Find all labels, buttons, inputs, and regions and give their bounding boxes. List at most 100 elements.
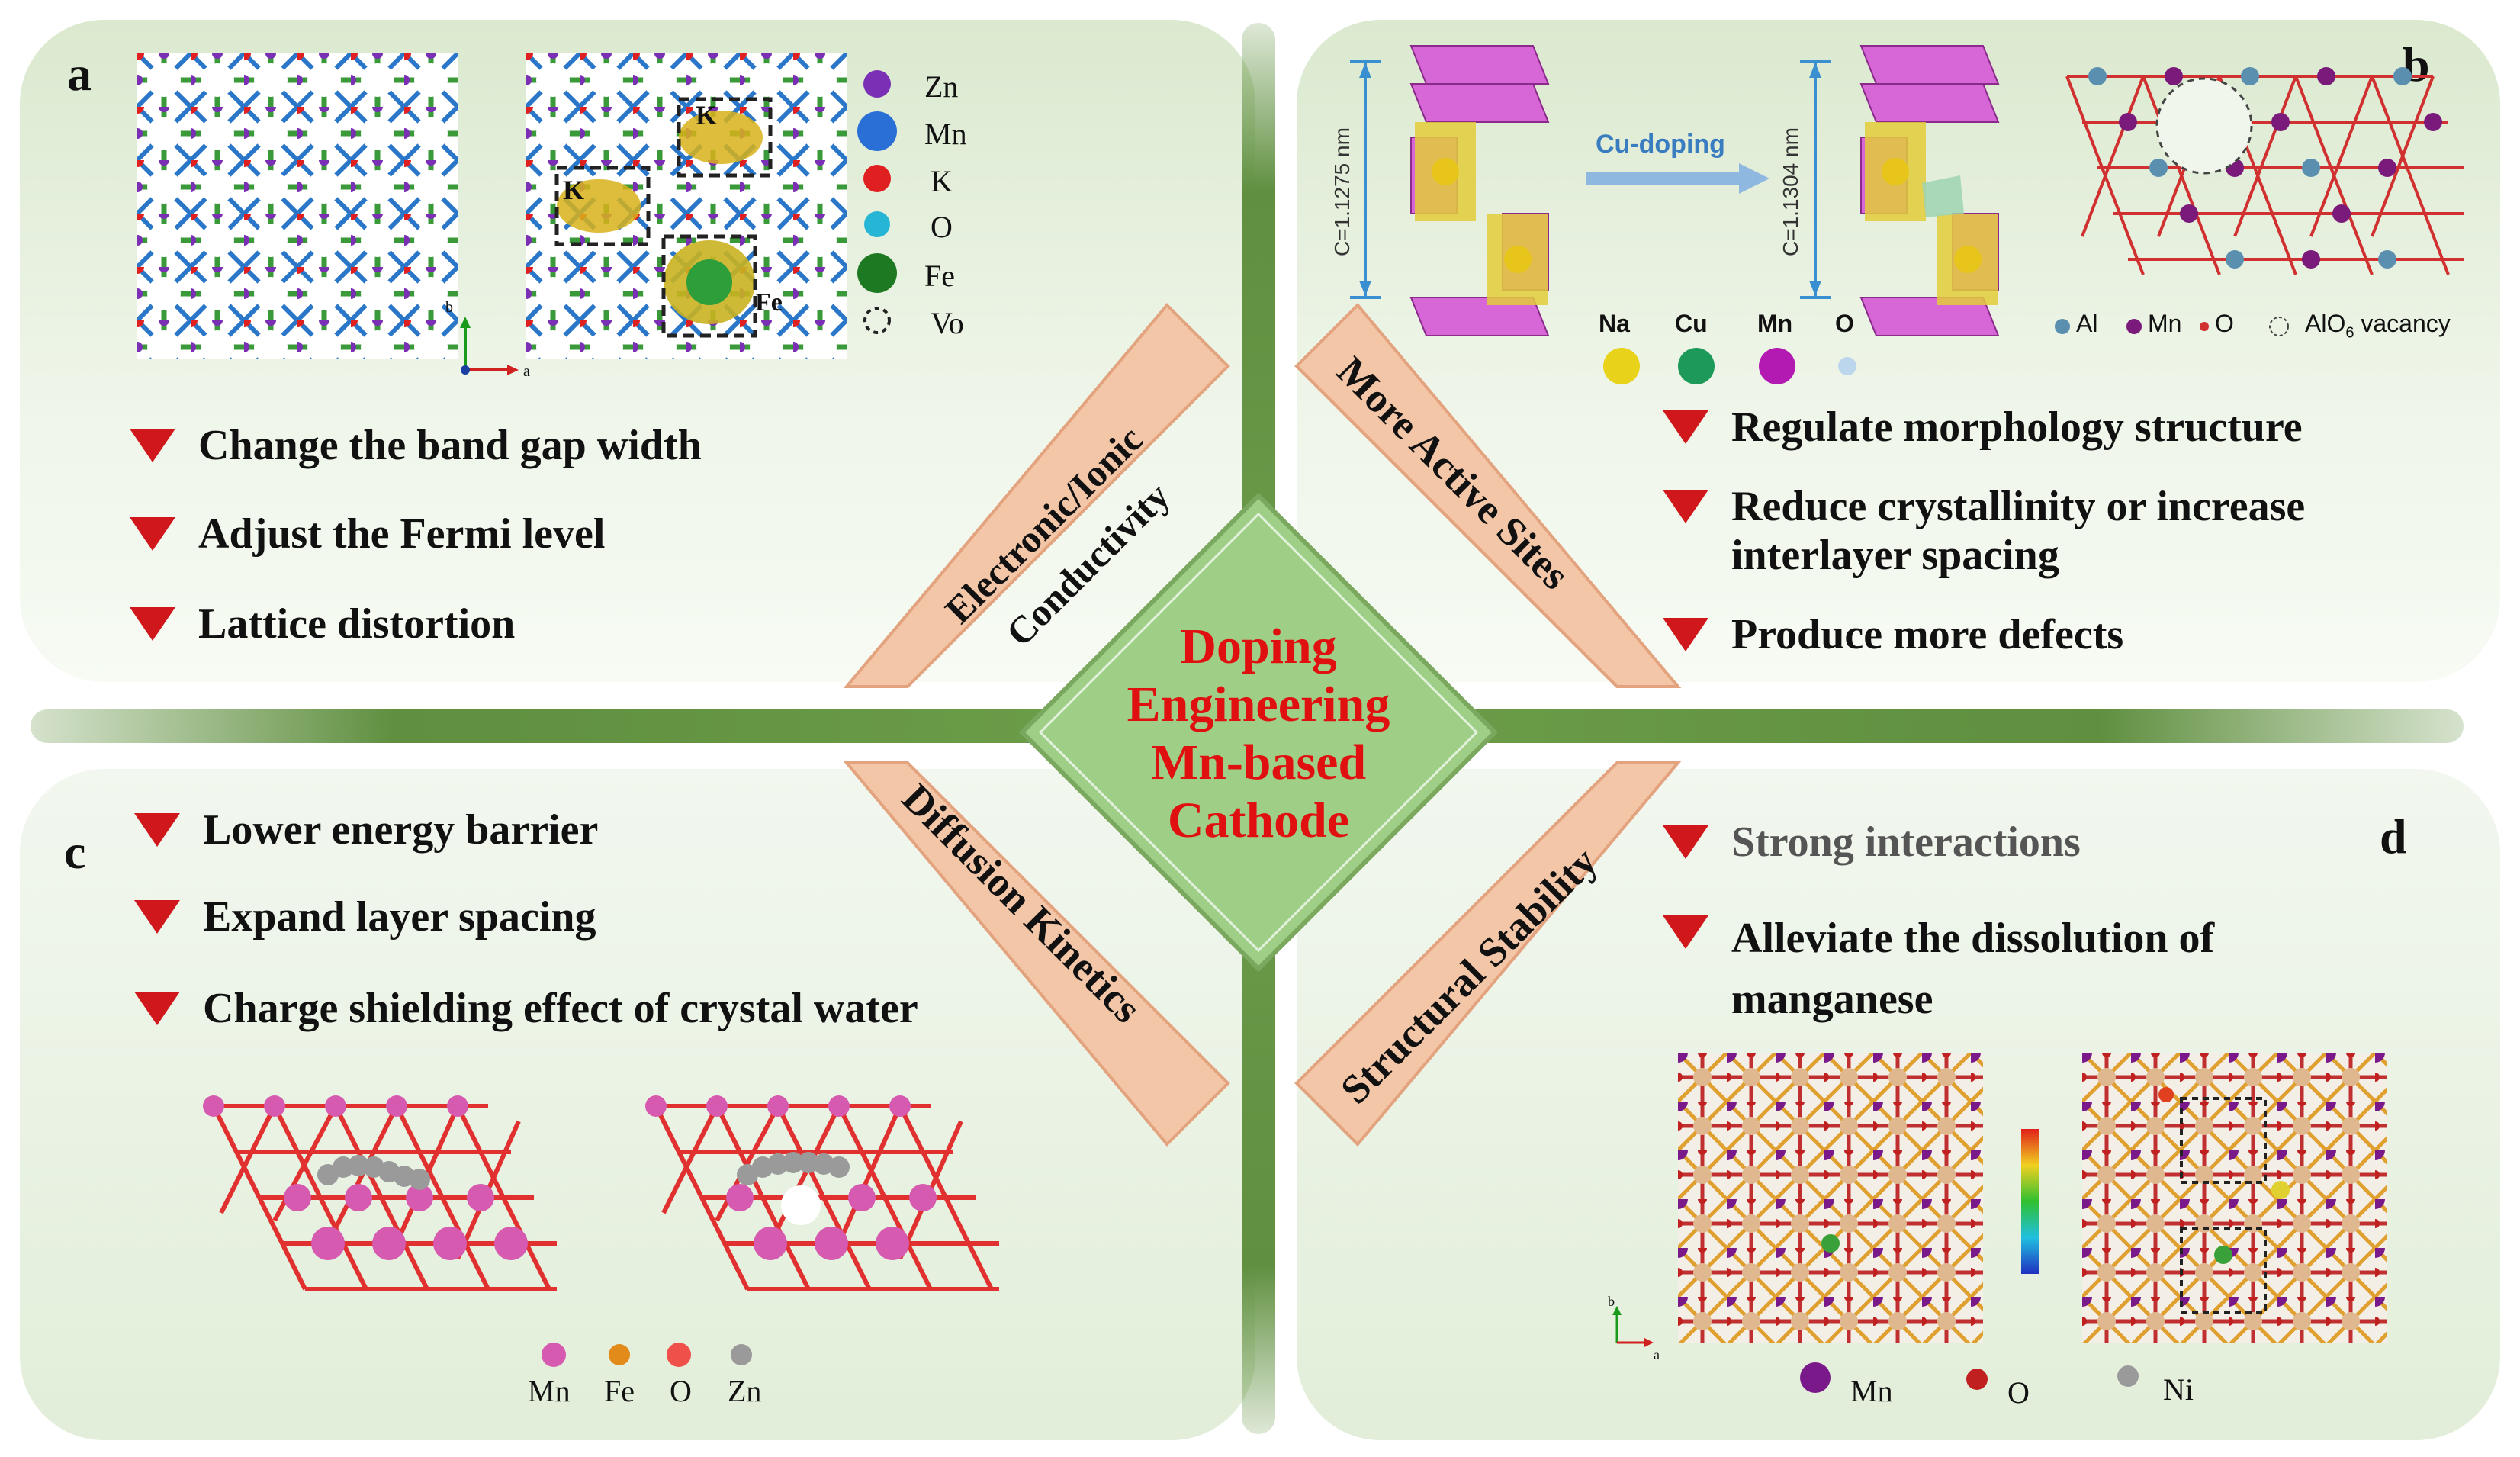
panel-c-lattice-pristine: [203, 1095, 557, 1291]
panel-d-axis-a: a: [1654, 1347, 1660, 1362]
panel-a-label: a: [67, 47, 92, 101]
panel-c-lattice-doped: [645, 1095, 999, 1291]
center-line-4: Cathode: [1167, 793, 1350, 848]
bullet-triangle-icon: [134, 900, 180, 934]
panel-c-legend-fe: Fe: [604, 1374, 635, 1408]
panel-d-legend-ni: Ni: [2163, 1372, 2194, 1407]
panel-b-legend-alo: AlO6 vacancy: [2305, 310, 2451, 342]
panel-c-legend-o: O: [670, 1374, 692, 1408]
panel-a-lattice-doped: [526, 53, 847, 359]
bullet-text: Expand layer spacing: [203, 893, 596, 941]
panel-b-layered-structure-right: [1800, 45, 2000, 336]
panel-d-axis-b: b: [1608, 1294, 1615, 1309]
bullet-triangle-icon: [1663, 825, 1708, 859]
panel-a-legend-o: O: [931, 210, 953, 244]
panel-a-legend-vo: Vo: [931, 306, 964, 340]
bullet-triangle-icon: [1663, 410, 1708, 444]
trapezoid-bottom-right: Structural Stability: [1294, 761, 1682, 1147]
panel-c-bullet-1: Lower energy barrier: [134, 806, 598, 854]
panel-b-legend-right-symbols: [2055, 317, 2289, 336]
panel-a-legend-k: K: [931, 164, 953, 198]
panel-a-bullet-1: Change the band gap width: [130, 421, 702, 470]
panel-a-axis-a: a: [523, 363, 530, 380]
bullet-triangle-icon: [1663, 618, 1708, 651]
panel-b-layered-structure-left: [1350, 45, 1550, 336]
panel-a-axis-indicator: [460, 317, 519, 375]
trapezoid-top-right: More Active Sites: [1294, 303, 1682, 688]
panel-d-lattice-doped: [2082, 1053, 2387, 1343]
panel-a-box-label-3: Fe: [755, 288, 783, 317]
panel-d-axis-indicator: [1612, 1306, 1654, 1347]
panel-a-legend-symbols: [857, 70, 897, 334]
panel-b-legend-o2: O: [2215, 310, 2234, 337]
center-line-1: Doping: [1180, 619, 1337, 674]
bullet-triangle-icon: [130, 429, 175, 462]
panel-d-lattice-pristine: [1678, 1053, 1983, 1343]
bullet-text: Charge shielding effect of crystal water: [203, 985, 918, 1032]
bullet-text-line-1: Alleviate the dissolution of: [1731, 915, 2215, 962]
bullet-triangle-icon: [130, 517, 175, 551]
bullet-text: Produce more defects: [1731, 611, 2124, 658]
panel-d-label: d: [2380, 809, 2407, 864]
bullet-text: Lattice distortion: [198, 600, 516, 648]
trapezoid-top-left: Electronic/Ionic Conductivity: [843, 303, 1230, 688]
panel-c-label: c: [64, 825, 86, 879]
panel-d-bullet-2: Alleviate the dissolution of manganese: [1663, 908, 2214, 1030]
panel-b-vacancy-lattice: [2065, 67, 2464, 275]
center-line-3: Mn-based: [1150, 735, 1367, 790]
bullet-text: Change the band gap width: [198, 422, 702, 469]
panel-b-bullet-3: Produce more defects: [1663, 610, 2123, 659]
panel-d-legend-symbols: [1800, 1362, 2139, 1393]
panel-c-legend-mn: Mn: [528, 1374, 571, 1408]
bullet-text-line-2: interlayer spacing: [1731, 532, 2059, 579]
panel-b-legend-mn: Mn: [1757, 310, 1793, 337]
panel-a-box-label-1: K: [563, 175, 585, 205]
panel-b-bullet-1: Regulate morphology structure: [1663, 403, 2303, 452]
bullet-text: Regulate morphology structure: [1731, 404, 2303, 451]
bullet-triangle-icon: [134, 813, 180, 847]
panel-b-legend-al: Al: [2076, 310, 2098, 337]
panel-b-legend-symbols: [1603, 348, 1856, 384]
panel-c-legend-zn: Zn: [728, 1374, 762, 1408]
bullet-triangle-icon: [1663, 490, 1708, 523]
panel-b-legend-mn2: Mn: [2148, 310, 2182, 337]
bullet-text-stack: Alleviate the dissolution of manganese: [1731, 908, 2214, 1030]
bullet-text-line-1: Reduce crystallinity or increase: [1731, 483, 2306, 530]
panel-a-legend-mn: Mn: [924, 117, 967, 151]
panel-d-legend-o: O: [2007, 1375, 2030, 1410]
alo-text: AlO: [2305, 310, 2346, 337]
panel-d-colorbar: [2021, 1129, 2039, 1274]
panel-a-lattice-pristine: [137, 53, 458, 359]
panel-c-bullet-3: Charge shielding effect of crystal water: [134, 984, 918, 1033]
panel-b-legend-cu: Cu: [1675, 310, 1708, 337]
bullet-triangle-icon: [134, 992, 180, 1025]
panel-b-c-right: C=1.1304 nm: [1779, 127, 1802, 256]
panel-a-bullet-2: Adjust the Fermi level: [130, 510, 605, 558]
center-title: Doping Engineering Mn-based Cathode: [1106, 618, 1411, 850]
panel-d-bullet-1: Strong interactions: [1663, 818, 2081, 867]
bullet-triangle-icon: [130, 607, 175, 641]
panel-b-legend-o: O: [1835, 310, 1854, 337]
bullet-text-line-2: manganese: [1731, 976, 1933, 1023]
panel-a-axis-b: b: [445, 299, 453, 316]
panel-b-arrow-label: Cu-doping: [1596, 130, 1725, 159]
panel-a-bullet-3: Lattice distortion: [130, 600, 515, 648]
center-diamond: [1018, 492, 1499, 973]
panel-b-c-left: C=1.1275 nm: [1330, 127, 1354, 256]
panel-a-legend-zn: Zn: [924, 69, 959, 104]
bullet-text: Lower energy barrier: [203, 806, 599, 854]
panel-a-box-label-2: K: [696, 100, 718, 130]
panel-b-doping-arrow: [1586, 163, 1769, 194]
alo-subscript: 6: [2345, 324, 2354, 342]
panel-c-bullet-2: Expand layer spacing: [134, 893, 596, 941]
panel-a-legend-fe: Fe: [924, 259, 955, 293]
vacancy-text: vacancy: [2361, 310, 2451, 337]
center-line-2: Engineering: [1127, 677, 1390, 732]
bullet-text: Adjust the Fermi level: [198, 510, 606, 558]
panel-d-legend-mn: Mn: [1850, 1374, 1893, 1408]
panel-c-legend-symbols: [542, 1343, 752, 1367]
panel-b-legend-na: Na: [1599, 310, 1630, 337]
bullet-triangle-icon: [1663, 915, 1708, 949]
